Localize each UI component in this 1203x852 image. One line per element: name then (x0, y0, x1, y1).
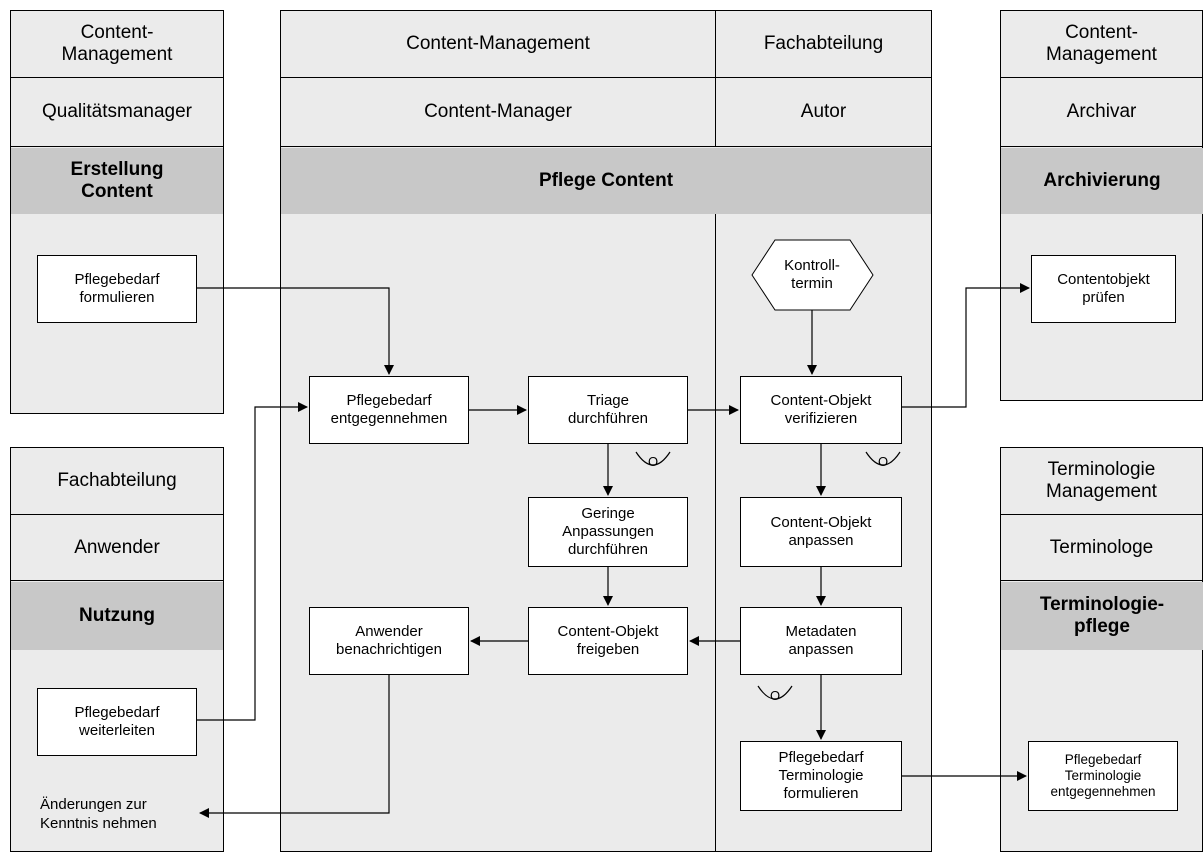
event-kontrolltermin-text: Kontroll- termin (784, 257, 840, 292)
svg-text:O: O (770, 688, 780, 703)
event-kontrolltermin-shape[interactable] (751, 239, 874, 311)
lane-department-fachabteilung-center: Fachabteilung (715, 10, 932, 78)
task-pflegebedarf-terminologie-entgegennehmen[interactable]: Pflegebedarf Terminologie entgegennehmen (1028, 741, 1178, 811)
task-metadaten-anpassen[interactable]: Metadaten anpassen (740, 607, 902, 675)
task-anwender-benachrichtigen[interactable]: Anwender benachrichtigen (309, 607, 469, 675)
task-pflegebedarf-weiterleiten[interactable]: Pflegebedarf weiterleiten (37, 688, 197, 756)
phase-terminologiepflege: Terminologie- pflege (1001, 582, 1203, 650)
phase-pflege-content: Pflege Content (281, 148, 931, 214)
xor-connector-verifizieren: O (865, 451, 901, 469)
lane-role-archivar: Archivar (1000, 77, 1203, 147)
lane-department-content-management-center: Content-Management (280, 10, 716, 78)
phase-erstellung-content: Erstellung Content (11, 148, 223, 214)
svg-text:O: O (878, 454, 888, 469)
task-pflegebedarf-formulieren[interactable]: Pflegebedarf formulieren (37, 255, 197, 323)
edge-weiterleiten-to-entgegennehmen (197, 402, 308, 721)
task-pflegebedarf-entgegennehmen[interactable]: Pflegebedarf entgegennehmen (309, 376, 469, 444)
edge-formulieren-to-entgegennehmen (197, 287, 394, 375)
edge-benachrichtigen-to-note (199, 675, 390, 818)
lane-role-content-manager: Content-Manager (280, 77, 716, 147)
lane-department-content-management-left: Content- Management (10, 10, 224, 78)
lane-divider-center (715, 214, 716, 852)
edge-verifizieren-to-pruefen (902, 283, 1030, 408)
task-pflegebedarf-terminologie-formulieren[interactable]: Pflegebedarf Terminologie formulieren (740, 741, 902, 811)
task-geringe-anpassungen[interactable]: Geringe Anpassungen durchführen (528, 497, 688, 567)
task-content-objekt-anpassen[interactable]: Content-Objekt anpassen (740, 497, 902, 567)
lane-role-autor: Autor (715, 77, 932, 147)
svg-text:O: O (648, 454, 658, 469)
phase-nutzung: Nutzung (11, 582, 223, 650)
note-aenderungen-zur-kenntnis: Änderungen zur Kenntnis nehmen (40, 796, 157, 832)
task-triage-durchfuehren[interactable]: Triage durchführen (528, 376, 688, 444)
lane-department-fachabteilung-left: Fachabteilung (10, 447, 224, 515)
phase-archivierung: Archivierung (1001, 148, 1203, 214)
task-content-objekt-freigeben[interactable]: Content-Objekt freigeben (528, 607, 688, 675)
xor-connector-metadaten: O (757, 685, 793, 703)
lane-role-qualitaetsmanager: Qualitätsmanager (10, 77, 224, 147)
task-content-objekt-verifizieren[interactable]: Content-Objekt verifizieren (740, 376, 902, 444)
task-contentobjekt-pruefen[interactable]: Contentobjekt prüfen (1031, 255, 1176, 323)
lane-role-anwender: Anwender (10, 514, 224, 581)
xor-connector-triage: O (635, 451, 671, 469)
lane-department-content-management-right: Content- Management (1000, 10, 1203, 78)
